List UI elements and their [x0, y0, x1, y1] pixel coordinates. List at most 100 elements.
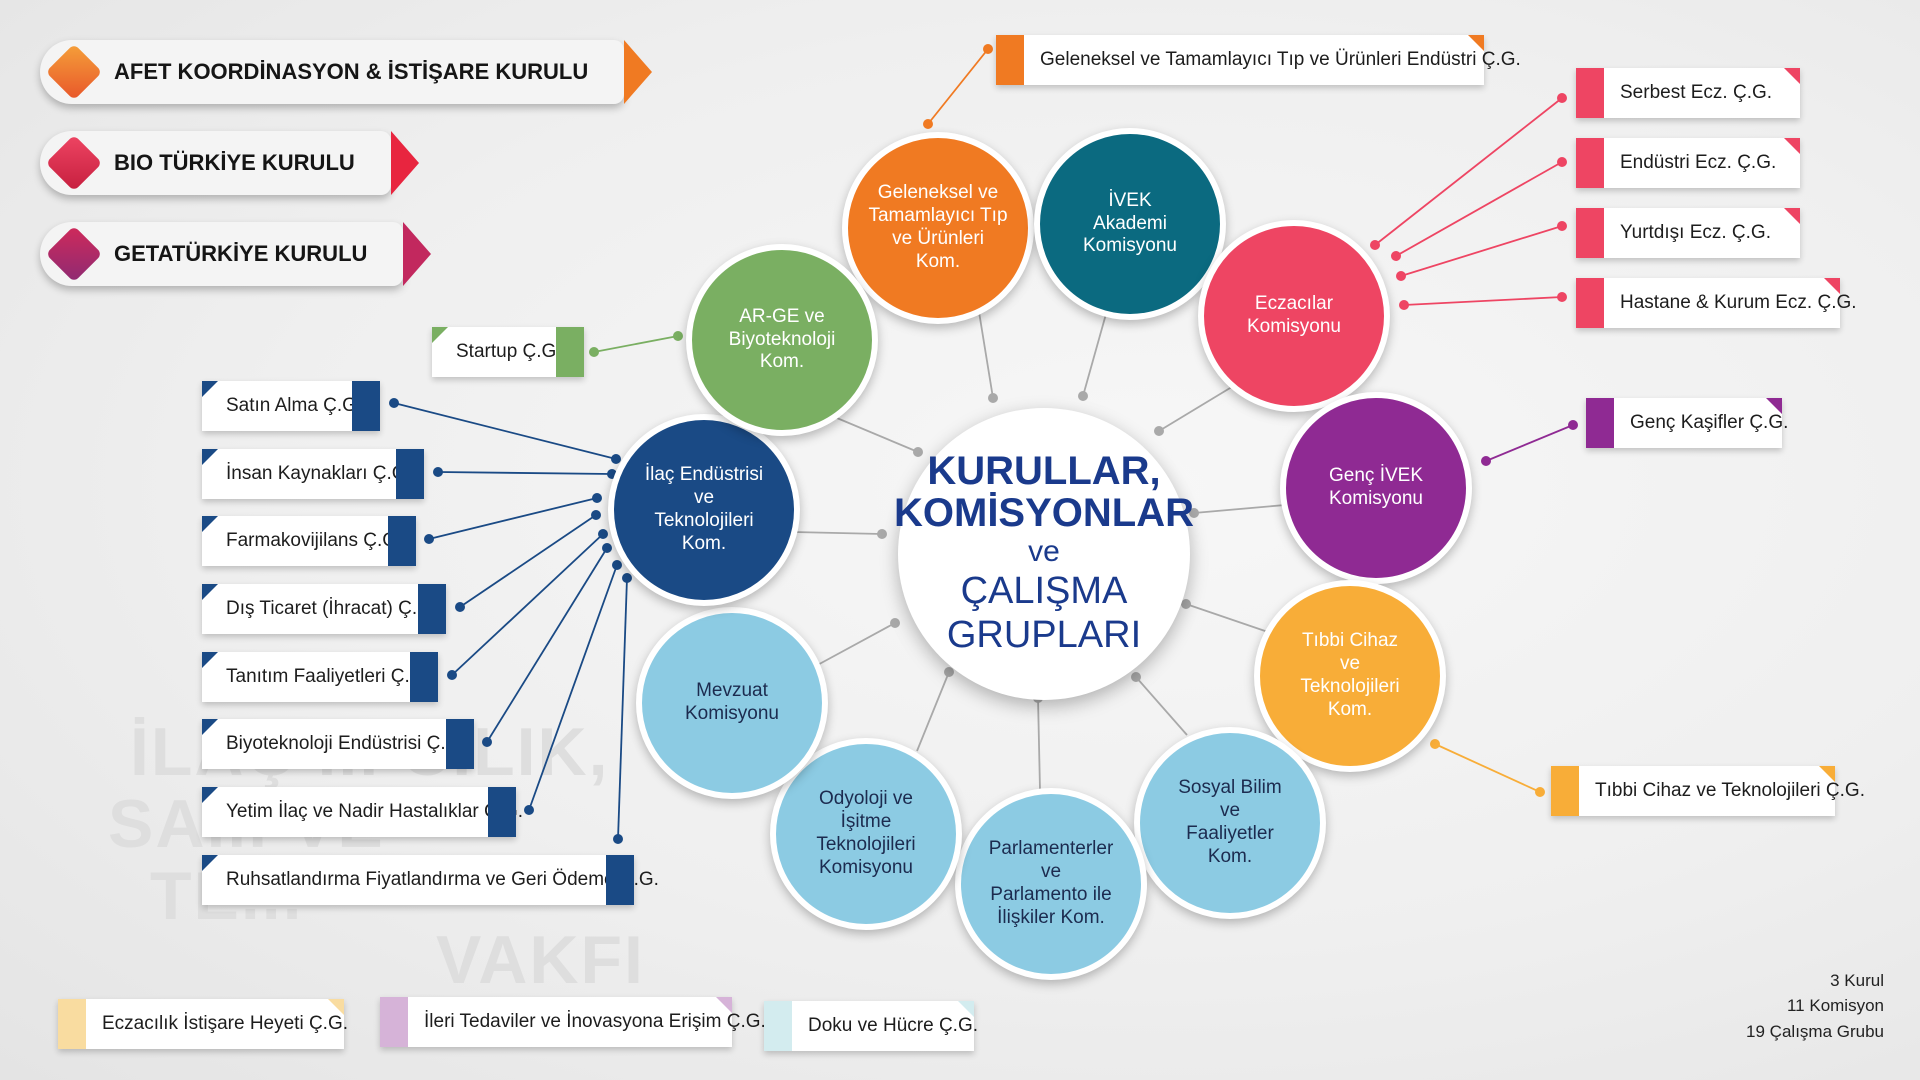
hub-spoke — [1082, 313, 1107, 397]
color-tag — [606, 855, 634, 905]
center-title-line1: KURULLAR, — [927, 449, 1161, 494]
wg-tanitim-box[interactable]: Tanıtım Faaliyetleri Ç.G. — [202, 652, 438, 702]
color-tag — [58, 999, 86, 1049]
corner-fold — [202, 787, 218, 803]
wg-dis-box[interactable]: Dış Ticaret (İhracat) Ç.G. — [202, 584, 446, 634]
connector-dot — [923, 119, 933, 129]
hub-spoke — [916, 671, 950, 752]
connector-dot — [447, 670, 457, 680]
connector-tibbi — [1434, 743, 1541, 793]
corner-fold — [1766, 398, 1782, 414]
color-tag — [1576, 208, 1604, 258]
wg-geleneksel-box[interactable]: Geleneksel ve Tamamlayıcı Tıp ve Ürünler… — [996, 35, 1521, 85]
wg-insan-box[interactable]: İnsan Kaynakları Ç.G. — [202, 449, 424, 499]
wg-satin-box[interactable]: Satın Alma Ç.G. — [202, 381, 380, 431]
connector-dot — [622, 573, 632, 583]
connector-dot — [1535, 787, 1545, 797]
calisma-grubu-label: Eczacılık İstişare Heyeti Ç.G. — [102, 1013, 349, 1034]
connector-eczacilar — [1400, 225, 1563, 277]
hub-spoke — [1158, 381, 1241, 432]
connector-dot — [602, 543, 612, 553]
wg-ruhsat-box[interactable]: Ruhsatlandırma Fiyatlandırma ve Geri Öde… — [202, 855, 659, 905]
center-hub: KURULLAR, KOMİSYONLAR ve ÇALIŞMA GRUPLAR… — [894, 408, 1194, 700]
komisyon-mevzuat[interactable]: Mevzuat Komisyonu — [636, 607, 828, 799]
calisma-grubu-label: Biyoteknoloji Endüstrisi Ç.G. — [226, 733, 466, 754]
wg-doku-box[interactable]: Doku ve Hücre Ç.G. — [764, 1001, 978, 1051]
color-tag — [1576, 278, 1604, 328]
kurul-geta-label: GETATÜRKİYE KURULU — [114, 241, 368, 266]
connector-ilac — [437, 471, 613, 475]
komisyon-sosyal-bilim[interactable]: Sosyal Bilim ve Faaliyetler Kom. — [1134, 727, 1326, 919]
wg-ileri-box[interactable]: İleri Tedaviler ve İnovasyona Erişim Ç.G… — [380, 997, 766, 1047]
calisma-grubu-label: İnsan Kaynakları Ç.G. — [226, 463, 412, 484]
diamond-icon — [45, 43, 103, 101]
komisyon-parlamento[interactable]: Parlamenterler ve Parlamento ile İlişkil… — [955, 788, 1147, 980]
summary-kurul: 3 Kurul — [1830, 970, 1884, 990]
calisma-grubu-label: Satın Alma Ç.G. — [226, 395, 363, 416]
wg-endustri-box[interactable]: Endüstri Ecz. Ç.G. — [1576, 138, 1800, 188]
connector-dot — [1481, 456, 1491, 466]
connector-ilac — [459, 514, 597, 608]
connector-dot — [482, 737, 492, 747]
hub-spoke-dot — [988, 393, 998, 403]
komisyon-label: Eczacılar Komisyonu — [1247, 293, 1341, 337]
komisyon-label: Genç İVEK Komisyonu — [1329, 465, 1423, 509]
wg-tibbi-box[interactable]: Tıbbi Cihaz ve Teknolojileri Ç.G. — [1551, 766, 1865, 816]
connector-dot — [424, 534, 434, 544]
connector-dot — [1557, 93, 1567, 103]
komisyon-arge[interactable]: AR-GE ve Biyoteknoloji Kom. — [686, 244, 878, 436]
wg-biyotek-box[interactable]: Biyoteknoloji Endüstrisi Ç.G. — [202, 719, 474, 769]
corner-fold — [328, 999, 344, 1015]
arrow-icon — [390, 131, 419, 195]
wg-startup-box[interactable]: Startup Ç.G. — [432, 327, 584, 377]
calisma-grubu-label: Doku ve Hücre Ç.G. — [808, 1015, 978, 1036]
calisma-grubu-label: Yurtdışı Ecz. Ç.G. — [1620, 222, 1771, 243]
kurul-getaturkiye[interactable]: GETATÜRKİYE KURULU — [40, 222, 432, 286]
kurul-bio-label: BIO TÜRKİYE KURULU — [114, 150, 355, 175]
komisyon-label: Geleneksel ve Tamamlayıcı Tıp ve Ürünler… — [868, 182, 1008, 272]
summary-calisma-grubu: 19 Çalışma Grubu — [1746, 1021, 1884, 1041]
wg-eczacilik-box[interactable]: Eczacılık İstişare Heyeti Ç.G. — [58, 999, 348, 1049]
hub-spoke — [1185, 603, 1269, 633]
komisyon-tibbi-cihaz[interactable]: Tıbbi Cihaz ve Teknolojileri Kom. — [1254, 580, 1446, 772]
wg-yurtdisi-box[interactable]: Yurtdışı Ecz. Ç.G. — [1576, 208, 1800, 258]
summary-komisyon: 11 Komisyon — [1786, 996, 1884, 1015]
kurul-bio-turkiye[interactable]: BIO TÜRKİYE KURULU — [40, 131, 419, 195]
komisyon-ilac-endustrisi[interactable]: İlaç Endüstrisi ve Teknolojileri Kom. — [608, 414, 800, 606]
wg-yetim-box[interactable]: Yetim İlaç ve Nadir Hastalıklar Ç.G. — [202, 787, 523, 837]
color-tag — [388, 516, 416, 566]
connector-dot — [613, 834, 623, 844]
wg-genc-box[interactable]: Genç Kaşifler Ç.G. — [1586, 398, 1788, 448]
connector-geleneksel — [927, 48, 989, 125]
color-tag — [446, 719, 474, 769]
calisma-grubu-label: Ruhsatlandırma Fiyatlandırma ve Geri Öde… — [226, 869, 659, 890]
komisyon-eczacilar[interactable]: Eczacılar Komisyonu — [1198, 220, 1390, 412]
kurul-afet[interactable]: AFET KOORDİNASYON & İSTİŞARE KURULU — [40, 40, 653, 104]
color-tag — [1576, 68, 1604, 118]
center-title-line5: GRUPLARI — [946, 614, 1142, 656]
komisyon-geleneksel[interactable]: Geleneksel ve Tamamlayıcı Tıp ve Ürünler… — [842, 132, 1034, 324]
komisyon-genc-ivek[interactable]: Genç İVEK Komisyonu — [1280, 392, 1472, 584]
connector-dot — [1557, 221, 1567, 231]
connector-dot — [433, 467, 443, 477]
corner-fold — [202, 516, 218, 532]
connector-ilac — [451, 533, 604, 676]
connector-startup — [593, 335, 679, 353]
komisyon-label: Odyoloji ve İşitme Teknolojileri Komisyo… — [816, 788, 916, 878]
hub-spoke — [1193, 504, 1286, 514]
calisma-grubu-label: Geleneksel ve Tamamlayıcı Tıp ve Ürünler… — [1040, 49, 1521, 70]
komisyon-ivek-akademi[interactable]: İVEK Akademi Komisyonu — [1034, 128, 1226, 320]
wg-hastane-box[interactable]: Hastane & Kurum Ecz. Ç.G. — [1576, 278, 1857, 328]
connector-ilac — [617, 577, 628, 840]
connector-dot — [598, 529, 608, 539]
calisma-grubu-label: Genç Kaşifler Ç.G. — [1630, 412, 1789, 433]
connector-eczacilar — [1403, 296, 1563, 306]
calisma-grubu-label: Dış Ticaret (İhracat) Ç.G. — [226, 598, 438, 619]
corner-fold — [432, 327, 448, 343]
wg-farmako-box[interactable]: Farmakovijilans Ç.G. — [202, 516, 416, 566]
hub-spoke-dot — [913, 447, 923, 457]
wg-serbest-box[interactable]: Serbest Ecz. Ç.G. — [1576, 68, 1800, 118]
calisma-grubu-label: Startup Ç.G. — [456, 341, 562, 362]
komisyon-label: İVEK Akademi Komisyonu — [1083, 189, 1177, 257]
komisyon-odyoloji[interactable]: Odyoloji ve İşitme Teknolojileri Komisyo… — [770, 738, 962, 930]
